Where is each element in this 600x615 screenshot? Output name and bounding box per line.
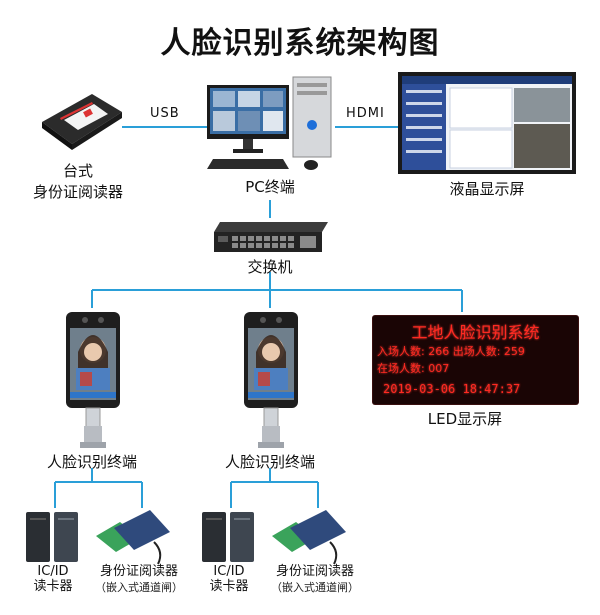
face-terminal-icon bbox=[66, 312, 120, 448]
desk-reader-label-1: 台式 bbox=[62, 162, 93, 180]
ic-reader-1-label-2: 读卡器 bbox=[33, 579, 73, 594]
ic-reader-2-label-2: 读卡器 bbox=[209, 579, 249, 594]
face-terminal-icon bbox=[244, 312, 298, 448]
led-label: LED显示屏 bbox=[427, 410, 503, 428]
desk-reader-label-2: 身份证阅读器 bbox=[32, 183, 123, 201]
led-display-panel: 工地人脸识别系统 入场人数: 266 出场人数: 259 在场人数: 007 2… bbox=[373, 316, 578, 404]
led-datetime: 2019-03-06 18:47:37 bbox=[383, 382, 521, 396]
lcd-display-icon bbox=[398, 72, 576, 174]
ic-reader-1-label-1: IC/ID bbox=[37, 564, 69, 579]
pc-icon bbox=[207, 76, 332, 170]
switch-icon bbox=[214, 222, 328, 252]
id-reader-2-label-1: 身份证阅读器 bbox=[275, 564, 354, 579]
pc-label: PC终端 bbox=[245, 178, 295, 196]
id-reader-1-label-2: （嵌入式通道闸） bbox=[95, 581, 183, 594]
usb-label: USB bbox=[150, 106, 180, 121]
id-reader-2-label-2: （嵌入式通道闸） bbox=[271, 581, 359, 594]
page-title: 人脸识别系统架构图 bbox=[160, 26, 440, 61]
ic-card-reader-icon bbox=[202, 512, 254, 562]
face-terminal-1-label: 人脸识别终端 bbox=[46, 453, 137, 471]
led-line-3: 在场人数: 007 bbox=[377, 362, 450, 375]
id-reader-1-label-1: 身份证阅读器 bbox=[99, 564, 178, 579]
led-line-2: 入场人数: 266 出场人数: 259 bbox=[377, 345, 525, 358]
id-reader-module-icon bbox=[272, 510, 346, 565]
ic-card-reader-icon bbox=[26, 512, 78, 562]
face-terminal-2-label: 人脸识别终端 bbox=[224, 453, 315, 471]
hdmi-label: HDMI bbox=[346, 106, 385, 121]
desk-id-reader-icon bbox=[42, 94, 122, 150]
ic-reader-2-label-1: IC/ID bbox=[213, 564, 245, 579]
switch-label: 交换机 bbox=[247, 258, 293, 276]
led-title: 工地人脸识别系统 bbox=[411, 323, 540, 342]
id-reader-module-icon bbox=[96, 510, 170, 565]
lcd-label: 液晶显示屏 bbox=[449, 180, 525, 198]
